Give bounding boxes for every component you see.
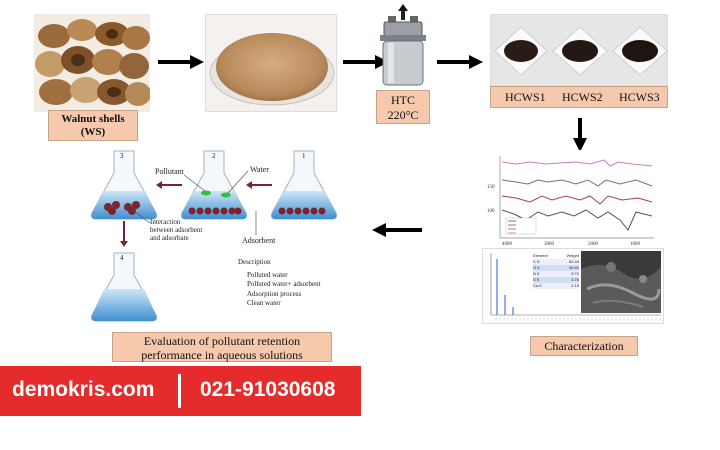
- htc-label-line2: 220°C: [387, 108, 419, 122]
- website-link[interactable]: demokris.com: [12, 378, 155, 401]
- sample-label-3: HCWS3: [619, 90, 660, 104]
- ftir-spectrum: 150 100 4000 3000 2000 1000: [486, 150, 658, 248]
- ftir-x-tick-3: 2000: [588, 242, 599, 247]
- ftir-curve-2: [501, 179, 653, 187]
- evaluation-line1: Evaluation of pollutant retention: [143, 334, 301, 348]
- arrow-right-icon: [437, 55, 483, 69]
- sample-label-2: HCWS2: [562, 90, 603, 104]
- ftir-y-tick-1: 150: [487, 185, 495, 190]
- eds-row-3-weight: 0.70: [571, 271, 579, 276]
- eds-row-5-weight: 2.10: [571, 283, 579, 288]
- interaction-line-1: Interaction: [150, 218, 181, 226]
- flask-number-2: 2: [212, 152, 216, 160]
- eds-row-1-weight: 62.44: [568, 259, 579, 264]
- eds-row-1-element: C K: [533, 259, 540, 264]
- htc-label: HTC 220°C: [376, 90, 430, 124]
- flask-1: [271, 150, 337, 220]
- description-step-2: Polluted water+ adsorbent: [247, 280, 321, 288]
- water-label: Water: [250, 165, 269, 174]
- flask-number-3: 3: [120, 152, 124, 160]
- walnut-label-line1: Walnut shells: [61, 113, 125, 125]
- characterization-label: Characterization: [530, 336, 638, 356]
- adsorbent-label: Adsorbent: [242, 236, 276, 245]
- ftir-y-tick-2: 100: [487, 209, 495, 214]
- walnut-shells-label: Walnut shells (WS): [48, 110, 138, 141]
- phone-number[interactable]: 021-91030608: [200, 378, 336, 401]
- arrow-right-icon: [158, 55, 204, 69]
- eds-sem-panel: Element Weight C K 62.44 O K 30.60 N K 0…: [482, 248, 664, 324]
- interaction-line-3: and adsorbate: [150, 234, 189, 242]
- eds-table: Element Weight C K 62.44 O K 30.60 N K 0…: [533, 253, 579, 289]
- description-title: Description: [238, 258, 271, 266]
- arrow-down-icon: [573, 118, 587, 152]
- flask-4: [91, 252, 157, 322]
- interaction-line-2: between adsorbent: [150, 226, 203, 234]
- hydrochar-samples-photo: [490, 14, 668, 86]
- banner-divider: [178, 374, 181, 408]
- pollutant-label: Pollutant: [155, 167, 184, 176]
- evaluation-line2: performance in aqueous solutions: [141, 348, 303, 362]
- evaluation-label: Evaluation of pollutant retention perfor…: [112, 332, 332, 362]
- eds-row-2-element: O K: [533, 265, 540, 270]
- arrow-left-icon: [372, 223, 422, 237]
- characterization-label-text: Characterization: [544, 339, 624, 353]
- eds-row-5-element: Ca K: [533, 283, 542, 288]
- sample-label-1: HCWS1: [505, 90, 546, 104]
- ftir-curve-1: [501, 159, 653, 167]
- ftir-x-tick-2: 3000: [544, 242, 555, 247]
- contact-banner: demokris.com 021-91030608: [0, 366, 361, 416]
- walnut-shells-photo: [34, 14, 150, 112]
- arrow-right-icon: [343, 55, 389, 69]
- powder-photo: [205, 14, 337, 112]
- flask-number-1: 1: [302, 152, 306, 160]
- htc-label-line1: HTC: [391, 93, 415, 107]
- eds-row-4-element: S K: [533, 277, 540, 282]
- flask-2: [181, 150, 247, 220]
- eds-row-2-weight: 30.60: [568, 265, 579, 270]
- interaction-note: Interaction between adsorbent and adsorb…: [150, 218, 202, 242]
- eds-header-element: Element: [533, 253, 548, 258]
- flask-3: [91, 150, 157, 220]
- ftir-x-tick-4: 1000: [630, 242, 641, 247]
- ftir-x-tick-1: 4000: [502, 242, 513, 247]
- description-step-4: Clean water: [247, 299, 281, 307]
- eds-header-weight: Weight: [566, 253, 579, 258]
- description-step-3: Adsorption process: [247, 289, 302, 298]
- samples-label-bar: HCWS1 HCWS2 HCWS3: [490, 86, 668, 108]
- description-step-1: Polluted water: [247, 270, 288, 279]
- description-block: Description Polluted water Polluted wate…: [238, 258, 321, 309]
- ftir-curve-3: [501, 195, 653, 205]
- autoclave-reactor-icon: [380, 4, 426, 86]
- flask-number-4: 4: [120, 254, 124, 262]
- eds-row-3-element: N K: [533, 271, 540, 276]
- walnut-label-line2: (WS): [80, 126, 106, 138]
- eds-row-4-weight: 3.78: [571, 277, 579, 282]
- adsorption-flasks-diagram: [91, 150, 337, 322]
